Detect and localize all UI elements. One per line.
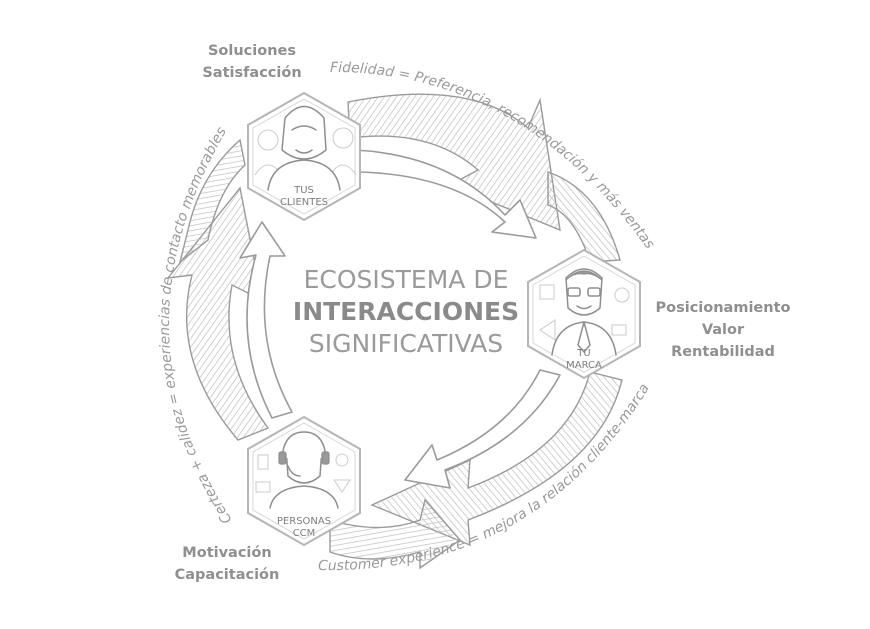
label-personas-line2: Capacitación <box>175 567 280 583</box>
outer-arrow-right-upper <box>547 171 621 263</box>
node-personas-line1: PERSONAS <box>277 516 331 527</box>
inner-arrow-clients-to-brand <box>354 149 537 239</box>
node-marca-line1: TU <box>576 348 590 359</box>
outer-arrow-top <box>347 93 561 232</box>
center-title-line3: SIGNIFICATIVAS <box>309 329 503 358</box>
node-clientes-line2: CLIENTES <box>280 197 328 208</box>
label-marca-line2: Valor <box>702 322 745 338</box>
center-title-line2: INTERACCIONES <box>293 297 519 326</box>
label-clientes-line2: Satisfacción <box>202 65 301 81</box>
node-personas-line2: CCM <box>293 528 316 539</box>
headset-agent-icon <box>255 431 352 509</box>
node-clientes-line1: TUS <box>293 185 314 196</box>
node-personas-ccm: PERSONAS CCM <box>247 415 361 547</box>
businessman-icon <box>539 268 630 356</box>
node-tus-clientes: TUS CLIENTES <box>247 91 361 222</box>
outer-arrow-left-upper <box>178 138 246 264</box>
customer-group-icon <box>254 105 357 191</box>
label-marca-line1: Posicionamiento <box>656 300 791 316</box>
node-tu-marca: TU MARCA <box>527 248 641 380</box>
node-marca-line2: MARCA <box>566 360 602 371</box>
outer-arrow-bottom <box>329 498 462 570</box>
label-clientes-line1: Soluciones <box>208 43 296 59</box>
inner-arrow-personas-to-clients <box>239 221 293 419</box>
inner-arrow-brand-to-personas <box>404 369 561 489</box>
label-personas-line1: Motivación <box>182 545 271 561</box>
label-marca-line3: Rentabilidad <box>671 344 775 360</box>
center-title-line1: ECOSISTEMA DE <box>304 265 509 294</box>
